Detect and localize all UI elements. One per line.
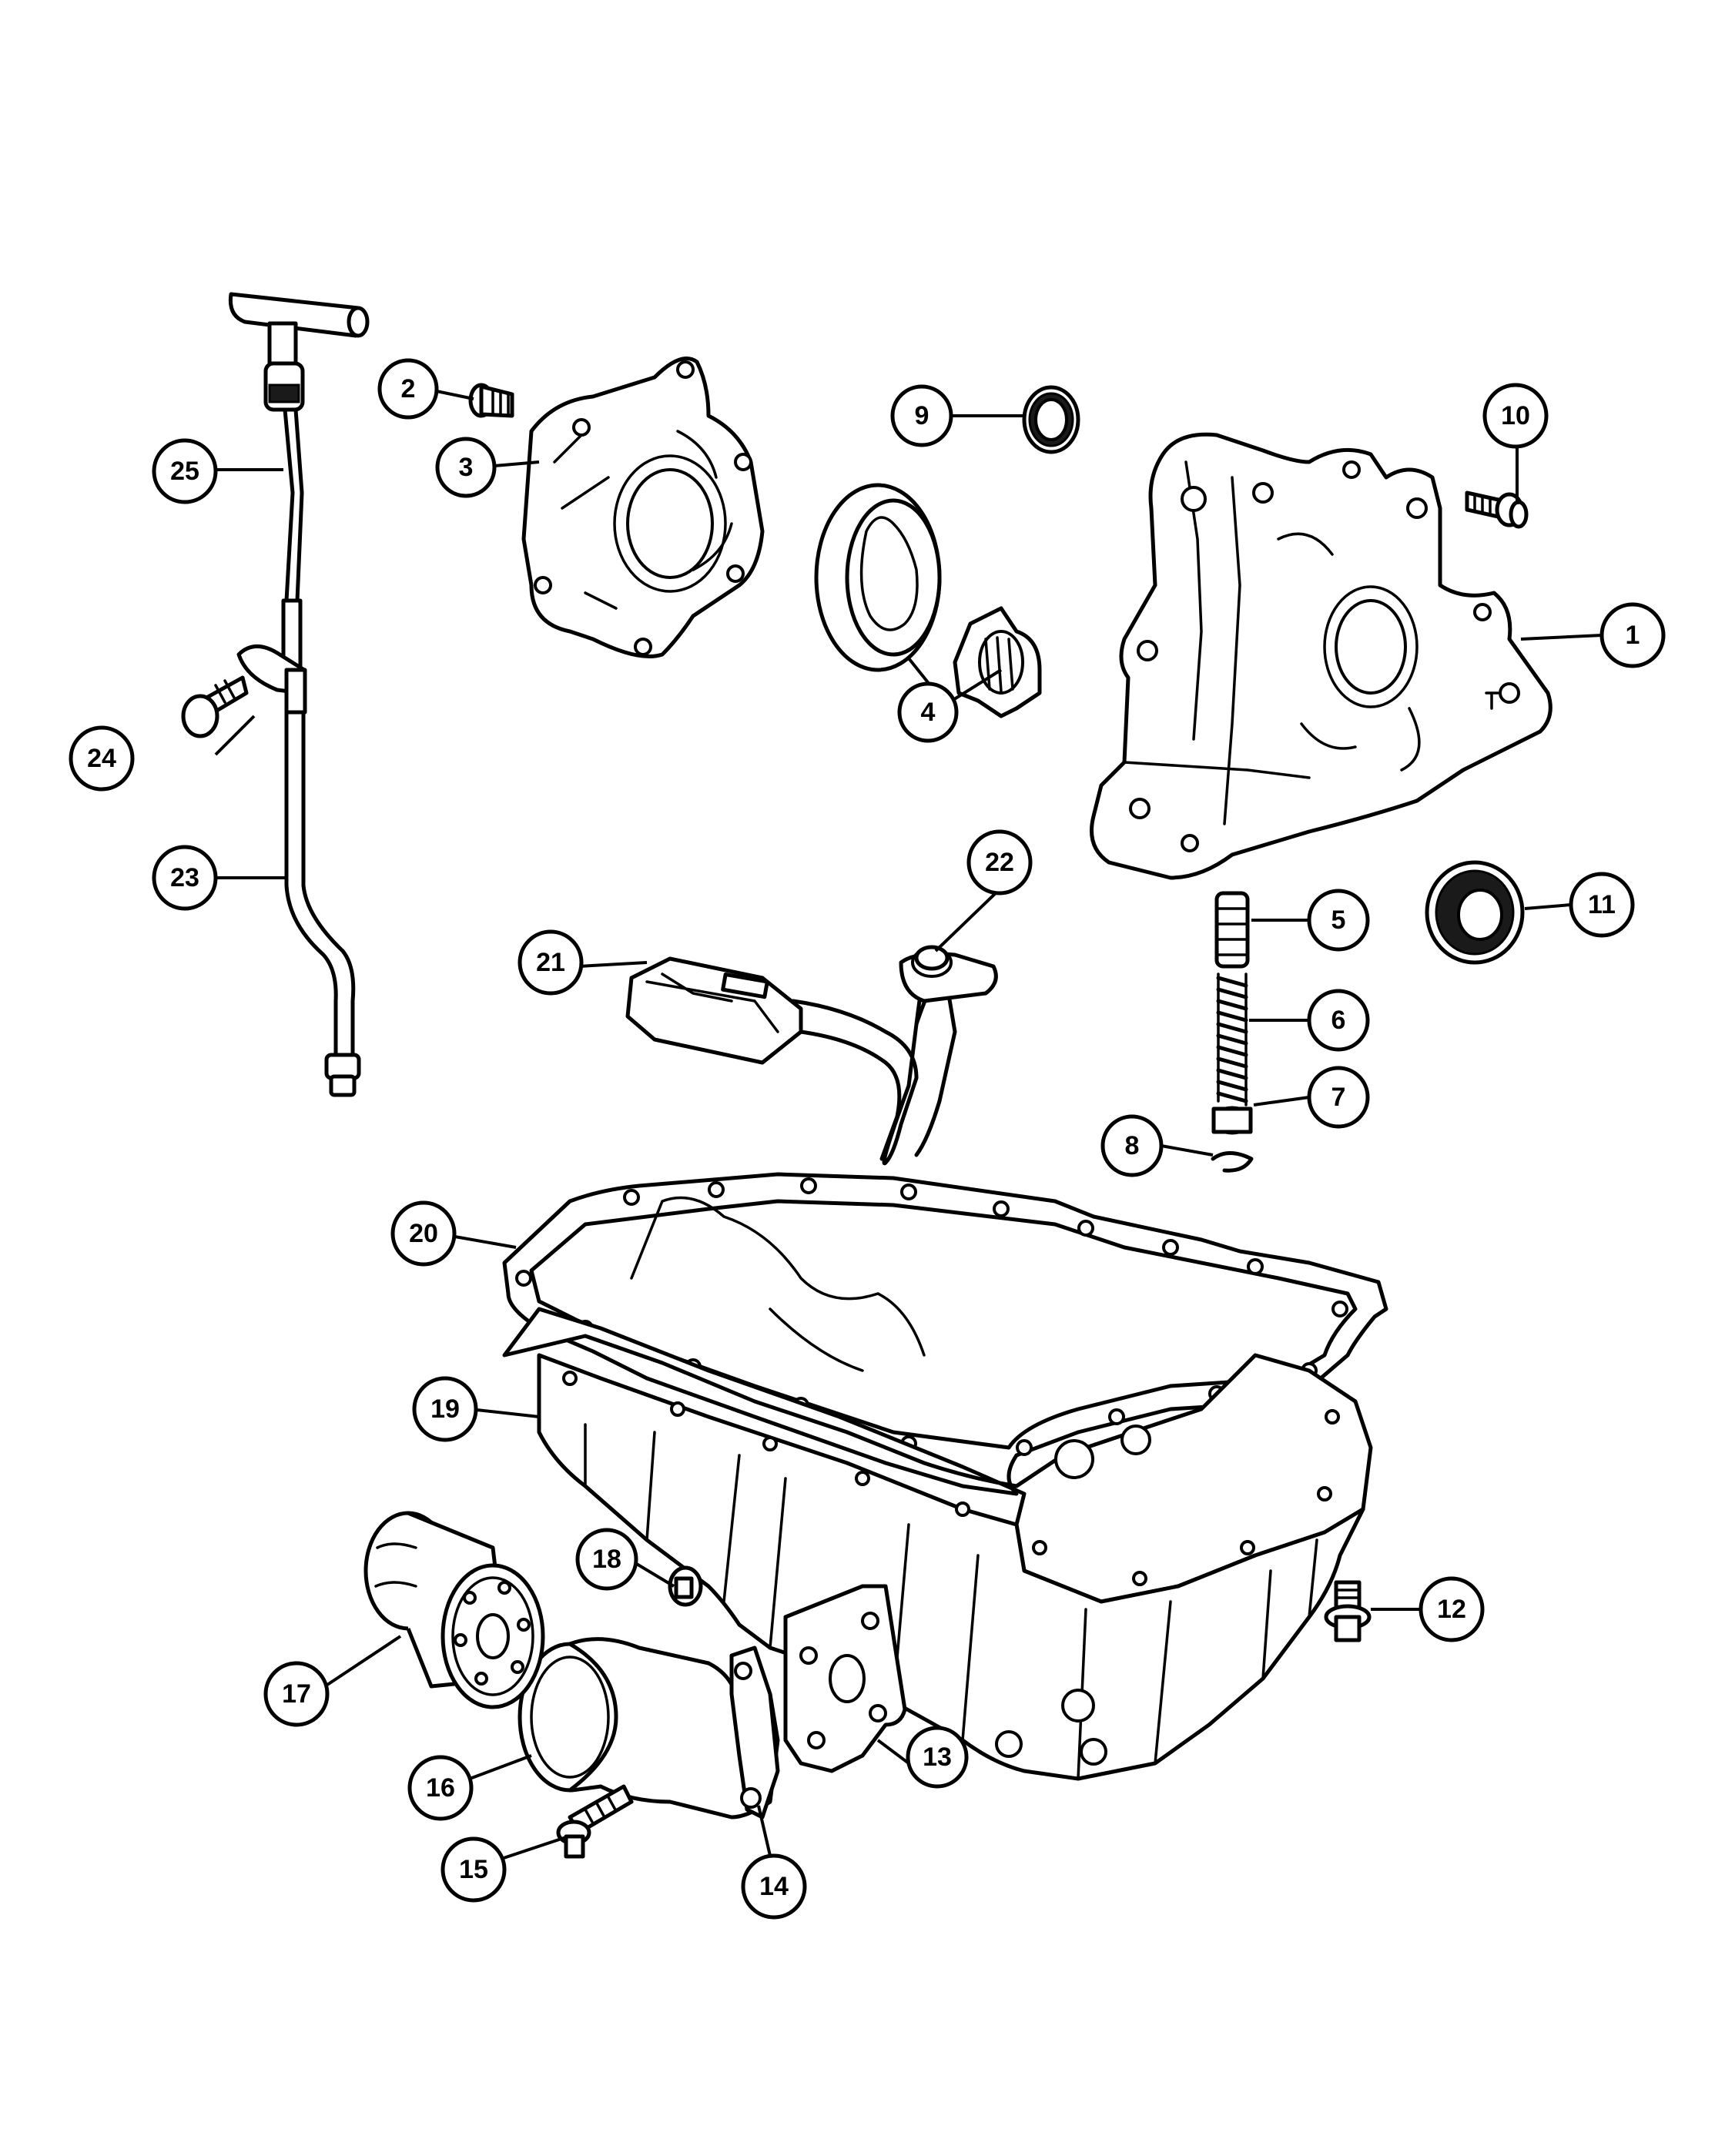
callout-15: 15 bbox=[440, 1836, 507, 1903]
callout-11-number: 11 bbox=[1588, 890, 1616, 919]
callout-9: 9 bbox=[890, 384, 953, 447]
callout-7: 7 bbox=[1307, 1066, 1370, 1129]
o-ring-9 bbox=[1022, 385, 1080, 454]
callout-25: 25 bbox=[152, 438, 218, 504]
oil-filter-17 bbox=[363, 1511, 545, 1709]
callout-25-number: 25 bbox=[170, 457, 199, 486]
callout-4-number: 4 bbox=[921, 698, 936, 727]
callout-21-number: 21 bbox=[536, 948, 565, 977]
callout-13: 13 bbox=[906, 1726, 969, 1789]
callout-20: 20 bbox=[390, 1200, 457, 1267]
leader-lines bbox=[214, 390, 1603, 1861]
callout-14: 14 bbox=[741, 1853, 807, 1920]
callout-10-number: 10 bbox=[1501, 401, 1530, 430]
callout-18: 18 bbox=[575, 1528, 638, 1591]
pump-rotor-set-4 bbox=[814, 483, 1042, 718]
callout-19-number: 19 bbox=[430, 1394, 460, 1424]
callout-8-number: 8 bbox=[1125, 1131, 1140, 1160]
callout-14-number: 14 bbox=[759, 1872, 789, 1901]
callout-16-number: 16 bbox=[426, 1773, 455, 1803]
relief-valve-stack bbox=[1211, 891, 1254, 1173]
callout-16: 16 bbox=[407, 1755, 474, 1821]
callout-7-number: 7 bbox=[1331, 1083, 1346, 1112]
callout-17: 17 bbox=[263, 1661, 330, 1727]
oil-pump-body-1 bbox=[1090, 432, 1552, 880]
filter-adapter-gasket-13 bbox=[783, 1584, 907, 1773]
callout-1-number: 1 bbox=[1626, 621, 1640, 650]
callout-2: 2 bbox=[377, 358, 439, 420]
oil-pan-19 bbox=[502, 1196, 1373, 1781]
drain-plug-12 bbox=[1324, 1580, 1372, 1642]
callout-19: 19 bbox=[412, 1376, 478, 1442]
callout-3: 3 bbox=[435, 437, 497, 498]
front-seal-11 bbox=[1425, 860, 1525, 965]
callout-6: 6 bbox=[1307, 989, 1370, 1052]
stud-bolt-15 bbox=[556, 1784, 634, 1859]
callout-3-number: 3 bbox=[459, 453, 474, 482]
bolt-2 bbox=[468, 383, 514, 418]
callout-23: 23 bbox=[152, 845, 218, 911]
callout-8: 8 bbox=[1100, 1114, 1164, 1177]
callout-13-number: 13 bbox=[923, 1743, 952, 1772]
callout-10: 10 bbox=[1482, 383, 1549, 449]
callout-5-number: 5 bbox=[1331, 906, 1346, 935]
callout-18-number: 18 bbox=[592, 1545, 621, 1574]
callout-6-number: 6 bbox=[1331, 1006, 1346, 1035]
callout-12-number: 12 bbox=[1437, 1595, 1466, 1624]
callout-24-number: 24 bbox=[87, 744, 116, 773]
callout-12: 12 bbox=[1419, 1576, 1485, 1642]
callout-11: 11 bbox=[1569, 872, 1635, 938]
filter-adapter-16 bbox=[518, 1637, 780, 1820]
callout-15-number: 15 bbox=[459, 1855, 488, 1884]
callout-22-number: 22 bbox=[985, 848, 1014, 877]
callout-21: 21 bbox=[518, 929, 584, 996]
callout-20-number: 20 bbox=[409, 1219, 438, 1248]
pump-cover-plate-3 bbox=[521, 357, 765, 658]
callout-24: 24 bbox=[69, 725, 135, 792]
bolt-10 bbox=[1465, 490, 1529, 529]
callout-5: 5 bbox=[1307, 889, 1370, 952]
plug-18 bbox=[668, 1565, 703, 1607]
callout-22: 22 bbox=[966, 829, 1033, 896]
dipstick-tube-assembly bbox=[228, 292, 370, 1097]
oil-pickup-tube-21 bbox=[625, 945, 998, 1166]
callout-9-number: 9 bbox=[915, 401, 929, 430]
callout-23-number: 23 bbox=[170, 863, 199, 892]
callout-1: 1 bbox=[1599, 602, 1666, 668]
callout-2-number: 2 bbox=[401, 374, 416, 403]
callout-4: 4 bbox=[897, 681, 959, 743]
tube-bolt-24 bbox=[181, 675, 249, 738]
callout-17-number: 17 bbox=[282, 1679, 311, 1709]
